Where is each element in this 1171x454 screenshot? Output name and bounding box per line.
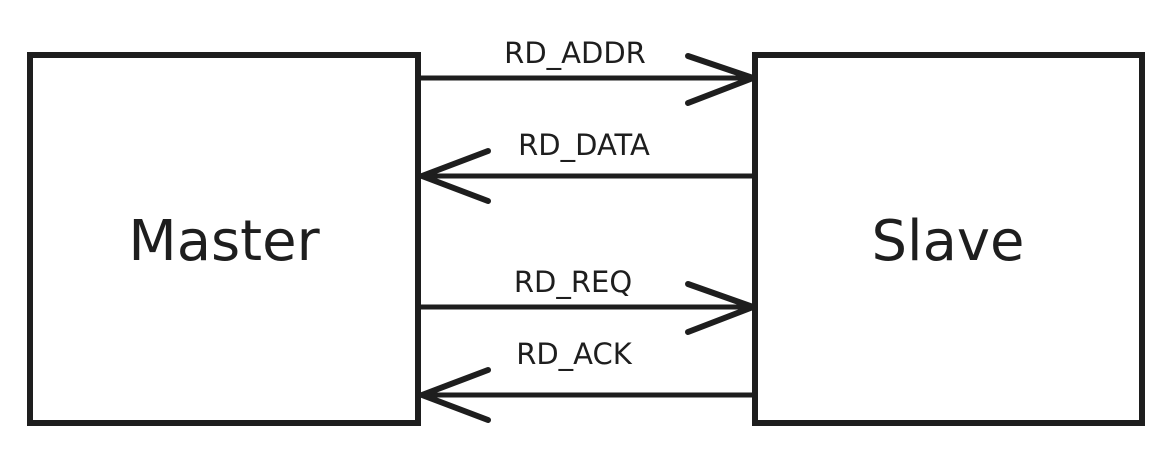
signal-rd-addr: RD_ADDR [417,36,756,106]
rd-ack-arrowhead [419,367,491,423]
rd-req-label: RD_REQ [514,265,632,299]
rd-addr-arrowhead [685,53,756,106]
rd-data-arrowhead [419,148,491,204]
signal-rd-ack: RD_ACK [419,337,758,423]
slave-label: Slave [871,209,1024,274]
master-label: Master [128,209,320,274]
signal-rd-req: RD_REQ [417,265,756,335]
slave-block: Slave [752,52,1145,426]
rd-addr-label: RD_ADDR [504,36,646,70]
master-box [27,52,421,426]
slave-box [752,52,1145,426]
signal-rd-data: RD_DATA [419,128,758,204]
rd-ack-label: RD_ACK [516,337,633,371]
rd-data-label: RD_DATA [518,128,650,162]
master-block: Master [27,52,421,426]
rd-req-arrowhead [685,281,756,335]
